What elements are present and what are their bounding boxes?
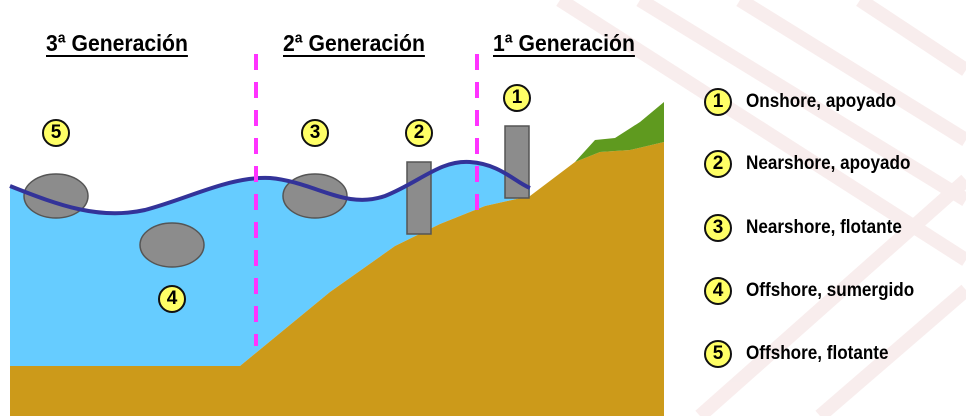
marker-1: 1 [503,84,531,112]
marker-3: 3 [301,119,329,147]
legend-badge: 4 [704,277,732,305]
marker-2: 2 [405,119,433,147]
legend-item-onshore-fixed: 1 Onshore, apoyado [704,87,913,117]
heading-gen3: 3ª Generación [46,30,188,56]
legend-badge: 3 [704,214,732,242]
legend-item-offshore-floating: 5 Offshore, flotante [704,339,904,369]
legend-item-nearshore-fixed: 2 Nearshore, apoyado [704,149,929,179]
legend-item-offshore-submerged: 4 Offshore, sumergido [704,276,933,306]
legend-badge: 1 [704,88,732,116]
heading-gen2: 2ª Generación [283,30,425,56]
heading-gen1: 1ª Generación [493,30,635,56]
seabed-terrain [10,142,664,416]
legend-label: Nearshore, apoyado [746,153,911,174]
legend-label: Onshore, apoyado [746,91,897,112]
legend-badge: 5 [704,340,732,368]
legend-label: Offshore, flotante [746,343,889,364]
device-offshore-submerged [139,222,205,268]
wave-surface-line [9,159,531,216]
coast-grass [575,102,664,162]
legend-badge: 2 [704,150,732,178]
marker-5: 5 [42,119,70,147]
legend-item-nearshore-floating: 3 Nearshore, flotante [704,213,919,243]
legend-label: Offshore, sumergido [746,280,915,301]
marker-4: 4 [158,285,186,313]
legend-label: Nearshore, flotante [746,217,902,238]
